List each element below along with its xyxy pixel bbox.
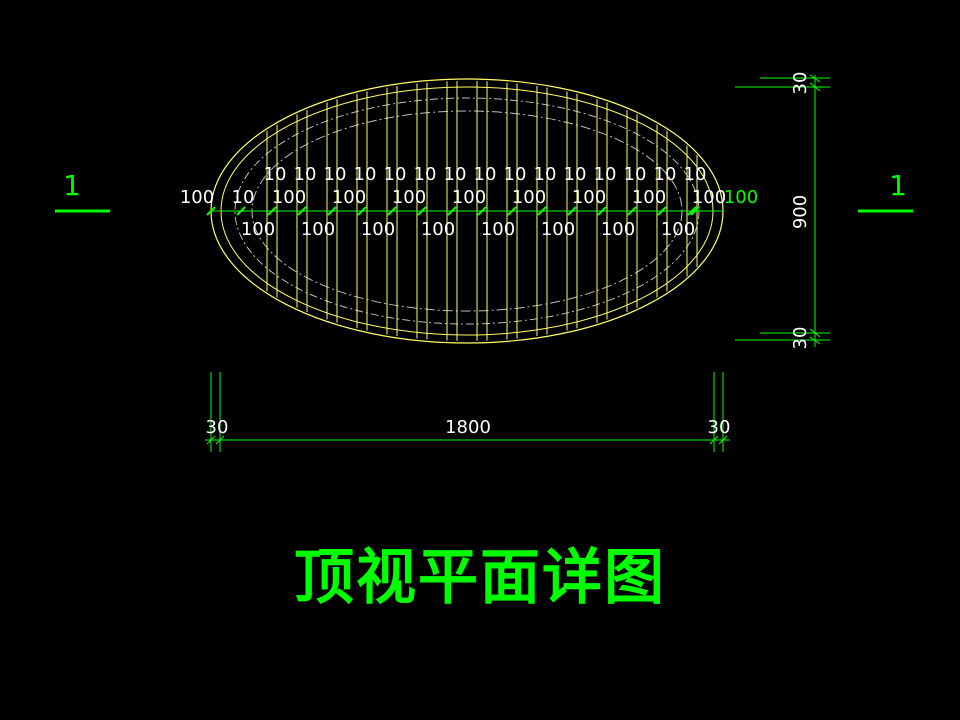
pitch-label: 100 (632, 187, 666, 208)
rib-gap-label: 10 (594, 164, 617, 185)
dimension-tick (327, 206, 337, 216)
dimension-tick (687, 206, 697, 216)
pitch-label: 100 (452, 187, 486, 208)
dimension-tick (537, 206, 547, 216)
rib-gap-label: 10 (354, 164, 377, 185)
rib-gap-label: 10 (384, 164, 407, 185)
horizontal-width: 1800 (445, 417, 491, 438)
dimension-tick (657, 206, 667, 216)
dimension-tick (477, 206, 487, 216)
vertical-top-gap: 30 (790, 72, 811, 95)
dimension-tick (417, 206, 427, 216)
pitch-label: 100 (541, 219, 575, 240)
pitch-label: 100 (180, 187, 214, 208)
rib-gap-label: 10 (414, 164, 437, 185)
dimension-tick (297, 206, 307, 216)
pitch-label: 100 (332, 187, 366, 208)
vertical-dimension (735, 74, 830, 347)
pitch-label: 100 (481, 219, 515, 240)
dimension-tick (206, 206, 216, 216)
pitch-label: 100 (601, 219, 635, 240)
pitch-label: 100 (692, 187, 726, 208)
dimension-tick (567, 206, 577, 216)
rib-gap-label: 10 (564, 164, 587, 185)
dimension-tick (507, 206, 517, 216)
pitch-label: 100 (301, 219, 335, 240)
pitch-label: 100 (661, 219, 695, 240)
center-dimension-line (206, 206, 723, 216)
horizontal-right-gap: 30 (708, 417, 731, 438)
pitch-label: 100 (392, 187, 426, 208)
dimension-tick (447, 206, 457, 216)
dimension-tick (690, 206, 700, 216)
dimension-tick (597, 206, 607, 216)
dimension-tick (236, 206, 246, 216)
vertical-height: 900 (790, 195, 811, 229)
rib-gap-label: 10 (324, 164, 347, 185)
rib-gap-label: 10 (684, 164, 707, 185)
pitch-label: 100 (512, 187, 546, 208)
pitch-label: 100 (421, 219, 455, 240)
pitch-label: 100 (361, 219, 395, 240)
dimension-tick (627, 206, 637, 216)
rib-gap-label: 10 (232, 187, 255, 208)
rib-gap-label: 10 (264, 164, 287, 185)
right-end-label: 100 (724, 187, 758, 208)
drawing-title: 顶视平面详图 (294, 543, 666, 613)
section-mark-left-label: 1 (63, 169, 81, 202)
pitch-label: 100 (572, 187, 606, 208)
rib-gap-label: 10 (294, 164, 317, 185)
pitch-label: 100 (241, 219, 275, 240)
rib-gap-label: 10 (654, 164, 677, 185)
horizontal-left-gap: 30 (206, 417, 229, 438)
dimension-tick (357, 206, 367, 216)
section-mark-right-label: 1 (889, 169, 907, 202)
rib-gap-label: 10 (624, 164, 647, 185)
rib-gap-label: 10 (534, 164, 557, 185)
rib-gap-label: 10 (444, 164, 467, 185)
dimension-tick (267, 206, 277, 216)
vertical-bottom-gap: 30 (790, 327, 811, 350)
rib-gap-label: 10 (474, 164, 497, 185)
dimension-tick (387, 206, 397, 216)
pitch-label: 100 (272, 187, 306, 208)
rib-gap-label: 10 (504, 164, 527, 185)
horizontal-dimension (205, 372, 730, 452)
